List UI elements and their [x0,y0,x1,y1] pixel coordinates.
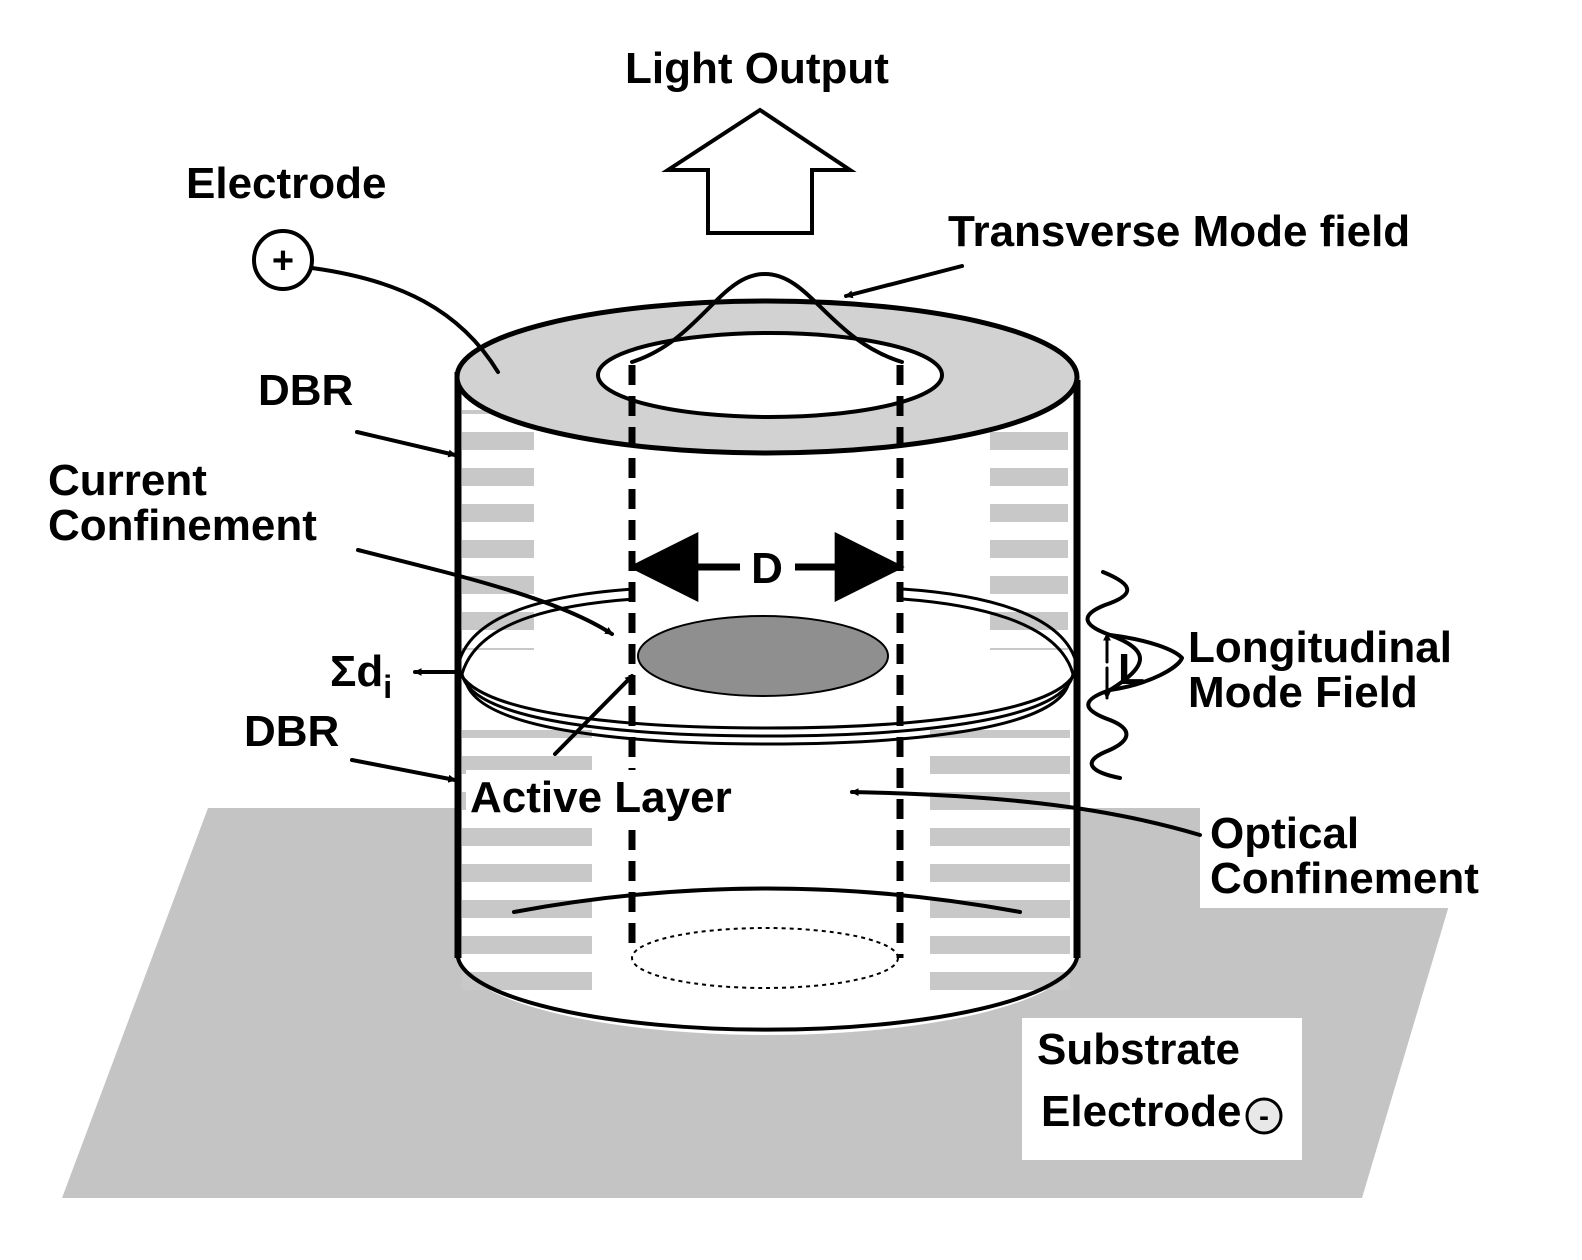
transverse-mode-label: Transverse Mode field [948,207,1410,256]
longitudinal-label-2: Mode Field [1188,668,1418,717]
electrode-label: Electrode [186,159,387,208]
confinement-rings-front [456,664,1079,746]
optical-confinement-label-1: Optical [1210,809,1359,858]
dbr-top-pointer [355,430,457,458]
longitudinal-lobe [1108,633,1184,692]
longitudinal-label-1: Longitudinal [1188,623,1452,672]
dbr-bottom-label: DBR [244,707,339,756]
transverse-mode-pointer [844,264,964,299]
diameter-label: D [751,544,783,593]
transverse-mode-curve [630,272,904,364]
cylinder-body [458,372,1078,1035]
active-layer-disk [637,615,889,697]
current-confinement-label-2: Confinement [48,501,317,550]
active-layer-label-bg [466,770,716,822]
dbr-bottom-pointer [350,758,457,783]
active-layer-pointer [553,674,634,756]
length-label: L [1118,645,1145,694]
light-output-label: Light Output [625,44,889,93]
dbr-stripes-top [462,410,1068,650]
sum-d-label: Σdi [330,647,392,705]
confinement-rings-back [456,587,1079,676]
optical-confinement-label-2: Confinement [1210,854,1479,903]
current-confinement-label-1: Current [48,456,207,505]
inner-bottom-arc [512,886,1022,914]
substrate-label-1: Substrate [1037,1025,1240,1074]
optical-confinement-pointer [850,788,1202,837]
aperture-top [596,331,944,419]
plus-symbol: + [272,240,294,282]
optical-label-box [1200,808,1478,908]
substrate-label-box [1022,1018,1302,1160]
current-confinement-pointer [356,548,614,636]
electrode-wire [310,266,500,374]
plus-electrode-icon [252,229,314,291]
dbr-top-label: DBR [258,366,353,415]
sum-d-subscript: i [383,669,392,705]
light-output-arrow [661,107,857,235]
active-layer-label: Active Layer [470,773,732,822]
minus-electrode-icon [1245,1097,1283,1135]
minus-symbol: - [1259,1100,1269,1133]
substrate-label-2: Electrode [1041,1087,1242,1136]
cylinder-bottom-edge [456,956,1079,1032]
